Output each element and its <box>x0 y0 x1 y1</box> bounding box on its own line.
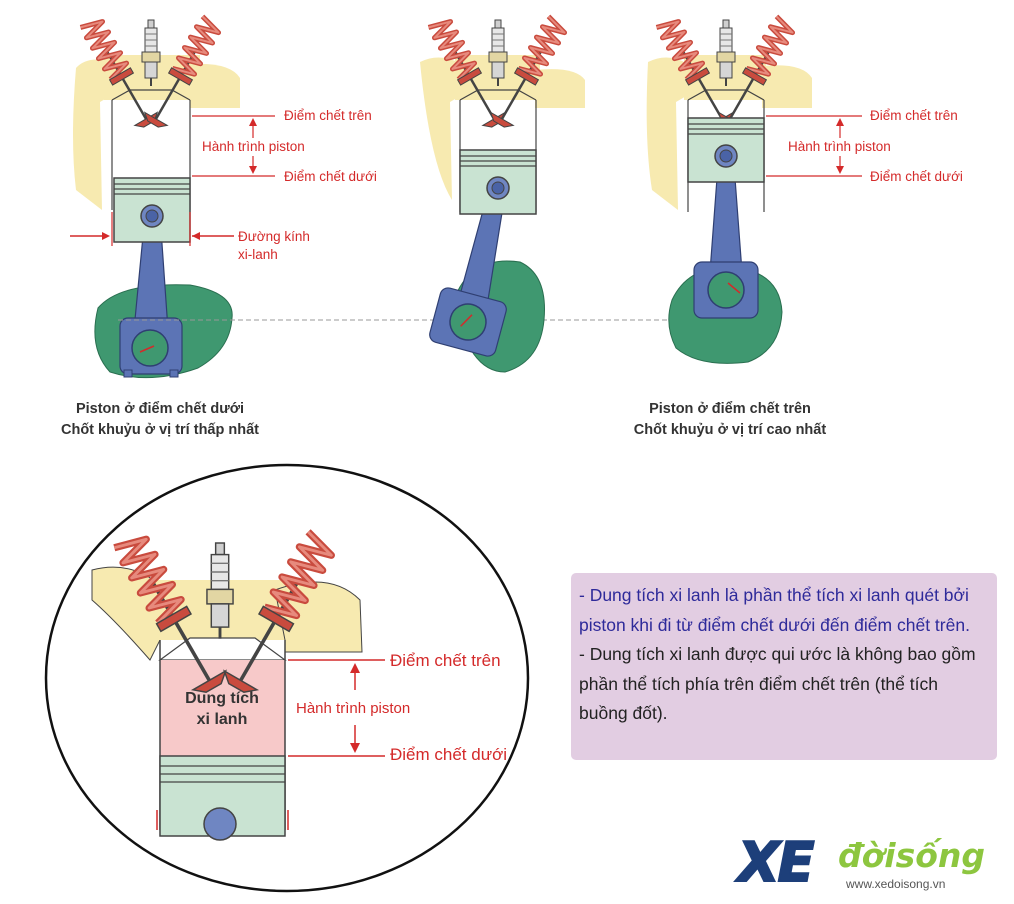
logo-url: www.xedoisong.vn <box>846 877 946 891</box>
tl-bore-label-line2: xi-lanh <box>238 247 278 262</box>
caption-bdc-line1: Piston ở điểm chết dưới <box>75 401 245 417</box>
info-paragraph-1: - Dung tích xi lanh là phần thể tích xi … <box>579 585 970 635</box>
xedoisong-logo: XE đờisống www.xedoisong.vn <box>737 830 1008 897</box>
detail-tdc-label: Điểm chết trên <box>390 651 501 670</box>
tl-bore-label-line1: Đường kính <box>238 229 310 244</box>
logo-brand-xe: XE <box>737 830 816 895</box>
volume-label-line1: Dung tích <box>185 690 259 707</box>
tr-tdc-label: Điểm chết trên <box>870 108 958 123</box>
tl-stroke-label: Hành trình piston <box>202 139 305 154</box>
detail-stroke-label: Hành trình piston <box>296 700 410 717</box>
caption-bdc-line2: Chốt khuỷu ở vị trí thấp nhất <box>60 422 259 438</box>
tl-bdc-label: Điểm chết dưới <box>284 169 377 184</box>
caption-tdc-line2: Chốt khuỷu ở vị trí cao nhất <box>633 422 827 438</box>
tr-bdc-label: Điểm chết dưới <box>870 169 963 184</box>
info-paragraph-2: - Dung tích xi lanh được qui ước là khôn… <box>579 644 976 723</box>
info-box: - Dung tích xi lanh là phần thể tích xi … <box>571 573 997 760</box>
caption-tdc: Piston ở điểm chết trên Chốt khuỷu ở vị … <box>600 399 860 441</box>
engine-tdc-illustration <box>646 15 862 364</box>
detail-zoom-illustration <box>44 463 530 893</box>
caption-tdc-line1: Piston ở điểm chết trên <box>649 401 811 417</box>
tr-stroke-label: Hành trình piston <box>788 139 891 154</box>
tl-tdc-label: Điểm chết trên <box>284 108 372 123</box>
caption-bdc: Piston ở điểm chết dưới Chốt khuỷu ở vị … <box>30 399 290 441</box>
logo-brand-rest: đờisống <box>838 836 986 875</box>
engine-bdc-illustration <box>70 15 275 379</box>
volume-label-line2: xi lanh <box>197 711 248 728</box>
engine-mid-illustration <box>420 15 585 373</box>
detail-bdc-label: Điểm chết dưới <box>390 745 507 764</box>
